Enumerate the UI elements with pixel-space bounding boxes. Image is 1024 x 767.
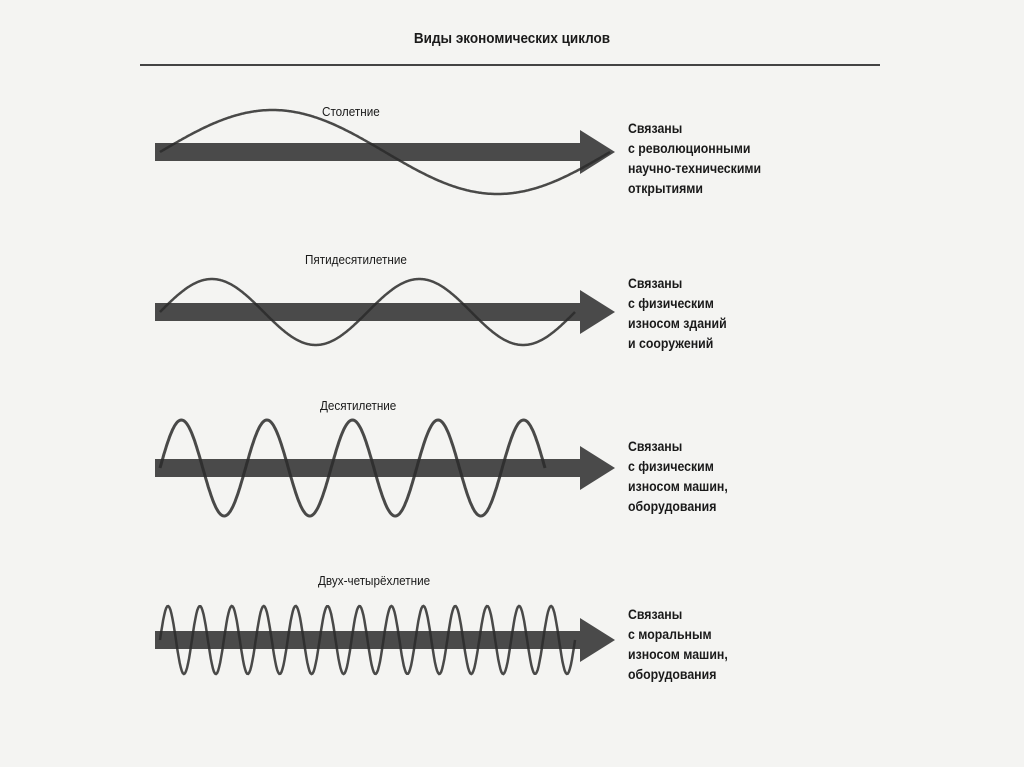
- cycle-row: [155, 277, 615, 347]
- cycle-row: [155, 418, 615, 518]
- cycle-row: [155, 604, 615, 676]
- cycle-label-two-four-year: Двух-четырёхлетние: [318, 573, 431, 588]
- arrow-icon: [155, 446, 615, 490]
- arrow-icon: [155, 290, 615, 334]
- arrow-icon: [155, 618, 615, 662]
- cycle-label-centennial: Столетние: [322, 104, 380, 119]
- divider-line: [140, 64, 880, 66]
- wave-curve: [159, 108, 611, 196]
- cycle-row: [155, 108, 615, 196]
- wave-curve: [158, 418, 547, 518]
- cycle-label-fifty-year: Пятидесятилетние: [305, 252, 407, 267]
- cycle-label-ten-year: Десятилетние: [320, 398, 397, 413]
- wave-curve: [159, 277, 576, 347]
- diagram-title: Виды экономических циклов: [413, 30, 611, 47]
- wave-curve: [158, 604, 577, 676]
